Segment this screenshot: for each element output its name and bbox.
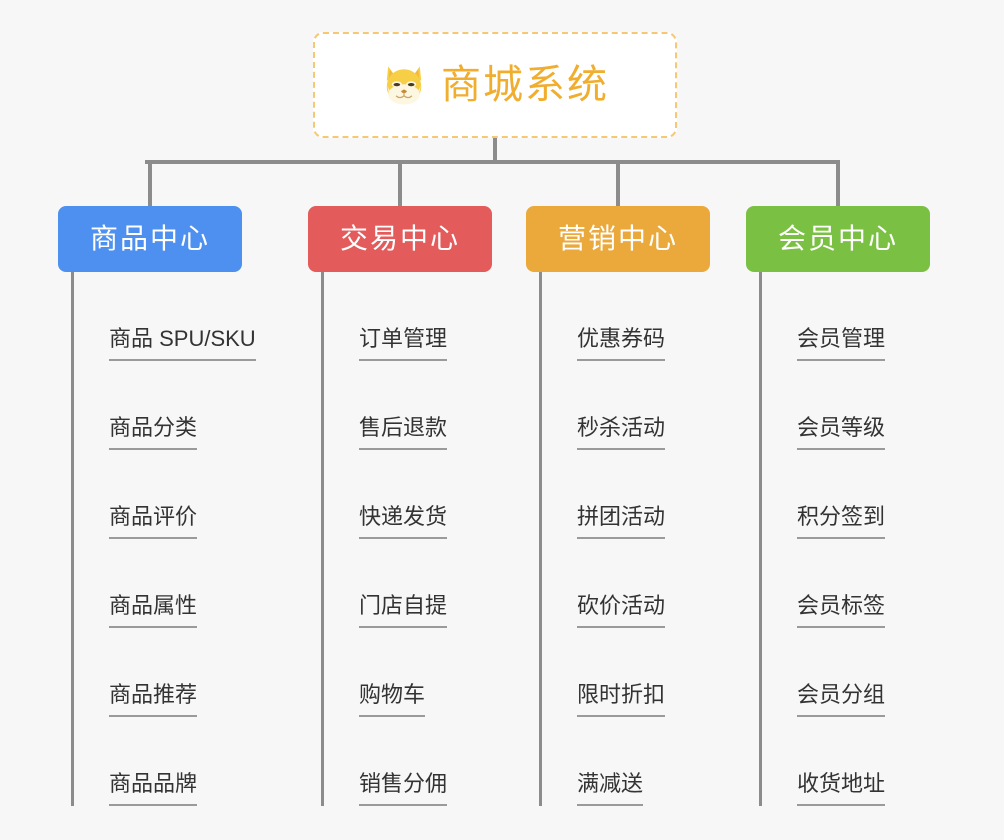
leaf-item[interactable]: 售后退款 xyxy=(321,361,448,450)
connector-drop-3 xyxy=(616,160,620,206)
category-label: 交易中心 xyxy=(339,223,460,254)
leaf-item-label: 会员管理 xyxy=(797,328,886,361)
leaf-item[interactable]: 商品属性 xyxy=(71,539,256,628)
category-box-1[interactable]: 商品中心 xyxy=(58,206,242,272)
connector-drop-1 xyxy=(148,160,152,206)
leaf-item[interactable]: 收货地址 xyxy=(759,717,886,806)
leaf-item-label: 砍价活动 xyxy=(577,595,666,628)
category-box-4[interactable]: 会员中心 xyxy=(746,206,930,272)
leaf-item-label: 售后退款 xyxy=(359,417,448,450)
leaf-item-label: 收货地址 xyxy=(797,773,886,806)
leaf-item[interactable]: 订单管理 xyxy=(321,272,448,361)
leaf-item[interactable]: 会员标签 xyxy=(759,539,886,628)
leaf-item[interactable]: 快递发货 xyxy=(321,450,448,539)
leaf-item-label: 商品属性 xyxy=(109,595,198,628)
leaf-item[interactable]: 购物车 xyxy=(321,628,447,717)
leaf-item[interactable]: 拼团活动 xyxy=(539,450,666,539)
leaf-item-label: 秒杀活动 xyxy=(577,417,666,450)
leaf-item-label: 门店自提 xyxy=(359,595,448,628)
leaf-item-label: 商品 SPU/SKU xyxy=(109,328,256,361)
leaf-item-label: 销售分佣 xyxy=(359,773,448,806)
leaf-item[interactable]: 限时折扣 xyxy=(539,628,666,717)
column-spine xyxy=(759,272,762,806)
leaf-item-label: 商品推荐 xyxy=(109,684,198,717)
category-box-2[interactable]: 交易中心 xyxy=(308,206,492,272)
leaf-item-label: 会员等级 xyxy=(797,417,886,450)
leaf-item-label: 订单管理 xyxy=(359,328,448,361)
leaf-item[interactable]: 商品推荐 xyxy=(71,628,256,717)
leaf-item[interactable]: 商品品牌 xyxy=(71,717,256,806)
leaf-item[interactable]: 商品评价 xyxy=(71,450,256,539)
category-label: 营销中心 xyxy=(557,223,678,254)
leaf-item[interactable]: 优惠券码 xyxy=(539,272,666,361)
leaf-item[interactable]: 砍价活动 xyxy=(539,539,666,628)
connector-horizontal-bus xyxy=(145,160,839,164)
leaf-item-label: 会员标签 xyxy=(797,595,886,628)
column-spine xyxy=(539,272,542,806)
shiba-dog-face-icon xyxy=(386,66,422,106)
leaf-item[interactable]: 商品 SPU/SKU xyxy=(71,272,256,361)
leaf-item[interactable]: 商品分类 xyxy=(71,361,256,450)
leaf-item-label: 会员分组 xyxy=(797,684,886,717)
column-spine xyxy=(321,272,324,806)
root-node-title: 商城系统 xyxy=(441,63,609,107)
leaf-item[interactable]: 会员管理 xyxy=(759,272,886,361)
leaf-item[interactable]: 会员分组 xyxy=(759,628,886,717)
leaf-item-label: 购物车 xyxy=(359,684,426,717)
leaf-item-label: 快递发货 xyxy=(359,506,448,539)
connector-drop-4 xyxy=(836,160,840,206)
leaf-column-4: 会员管理会员等级积分签到会员标签会员分组收货地址 xyxy=(759,272,886,806)
leaf-column-2: 订单管理售后退款快递发货门店自提购物车销售分佣 xyxy=(321,272,448,806)
leaf-item-label: 商品分类 xyxy=(109,417,198,450)
leaf-item-label: 商品品牌 xyxy=(109,773,198,806)
leaf-item[interactable]: 会员等级 xyxy=(759,361,886,450)
leaf-item[interactable]: 秒杀活动 xyxy=(539,361,666,450)
leaf-item[interactable]: 门店自提 xyxy=(321,539,448,628)
leaf-item-label: 优惠券码 xyxy=(577,328,666,361)
leaf-item-label: 拼团活动 xyxy=(577,506,666,539)
root-node-shop-system[interactable]: 商城系统 xyxy=(313,32,677,138)
connector-drop-2 xyxy=(398,160,402,206)
leaf-column-3: 优惠券码秒杀活动拼团活动砍价活动限时折扣满减送 xyxy=(539,272,666,806)
category-label: 商品中心 xyxy=(89,223,210,254)
leaf-item[interactable]: 满减送 xyxy=(539,717,665,806)
leaf-item-label: 满减送 xyxy=(577,773,644,806)
category-box-3[interactable]: 营销中心 xyxy=(526,206,710,272)
leaf-item-label: 商品评价 xyxy=(109,506,198,539)
connector-root-vertical xyxy=(493,138,497,164)
leaf-item-label: 限时折扣 xyxy=(577,684,666,717)
leaf-item[interactable]: 积分签到 xyxy=(759,450,886,539)
category-label: 会员中心 xyxy=(777,223,898,254)
leaf-item-label: 积分签到 xyxy=(797,506,886,539)
column-spine xyxy=(71,272,74,806)
leaf-item[interactable]: 销售分佣 xyxy=(321,717,448,806)
leaf-column-1: 商品 SPU/SKU 商品分类商品评价商品属性商品推荐商品品牌 xyxy=(71,272,256,806)
